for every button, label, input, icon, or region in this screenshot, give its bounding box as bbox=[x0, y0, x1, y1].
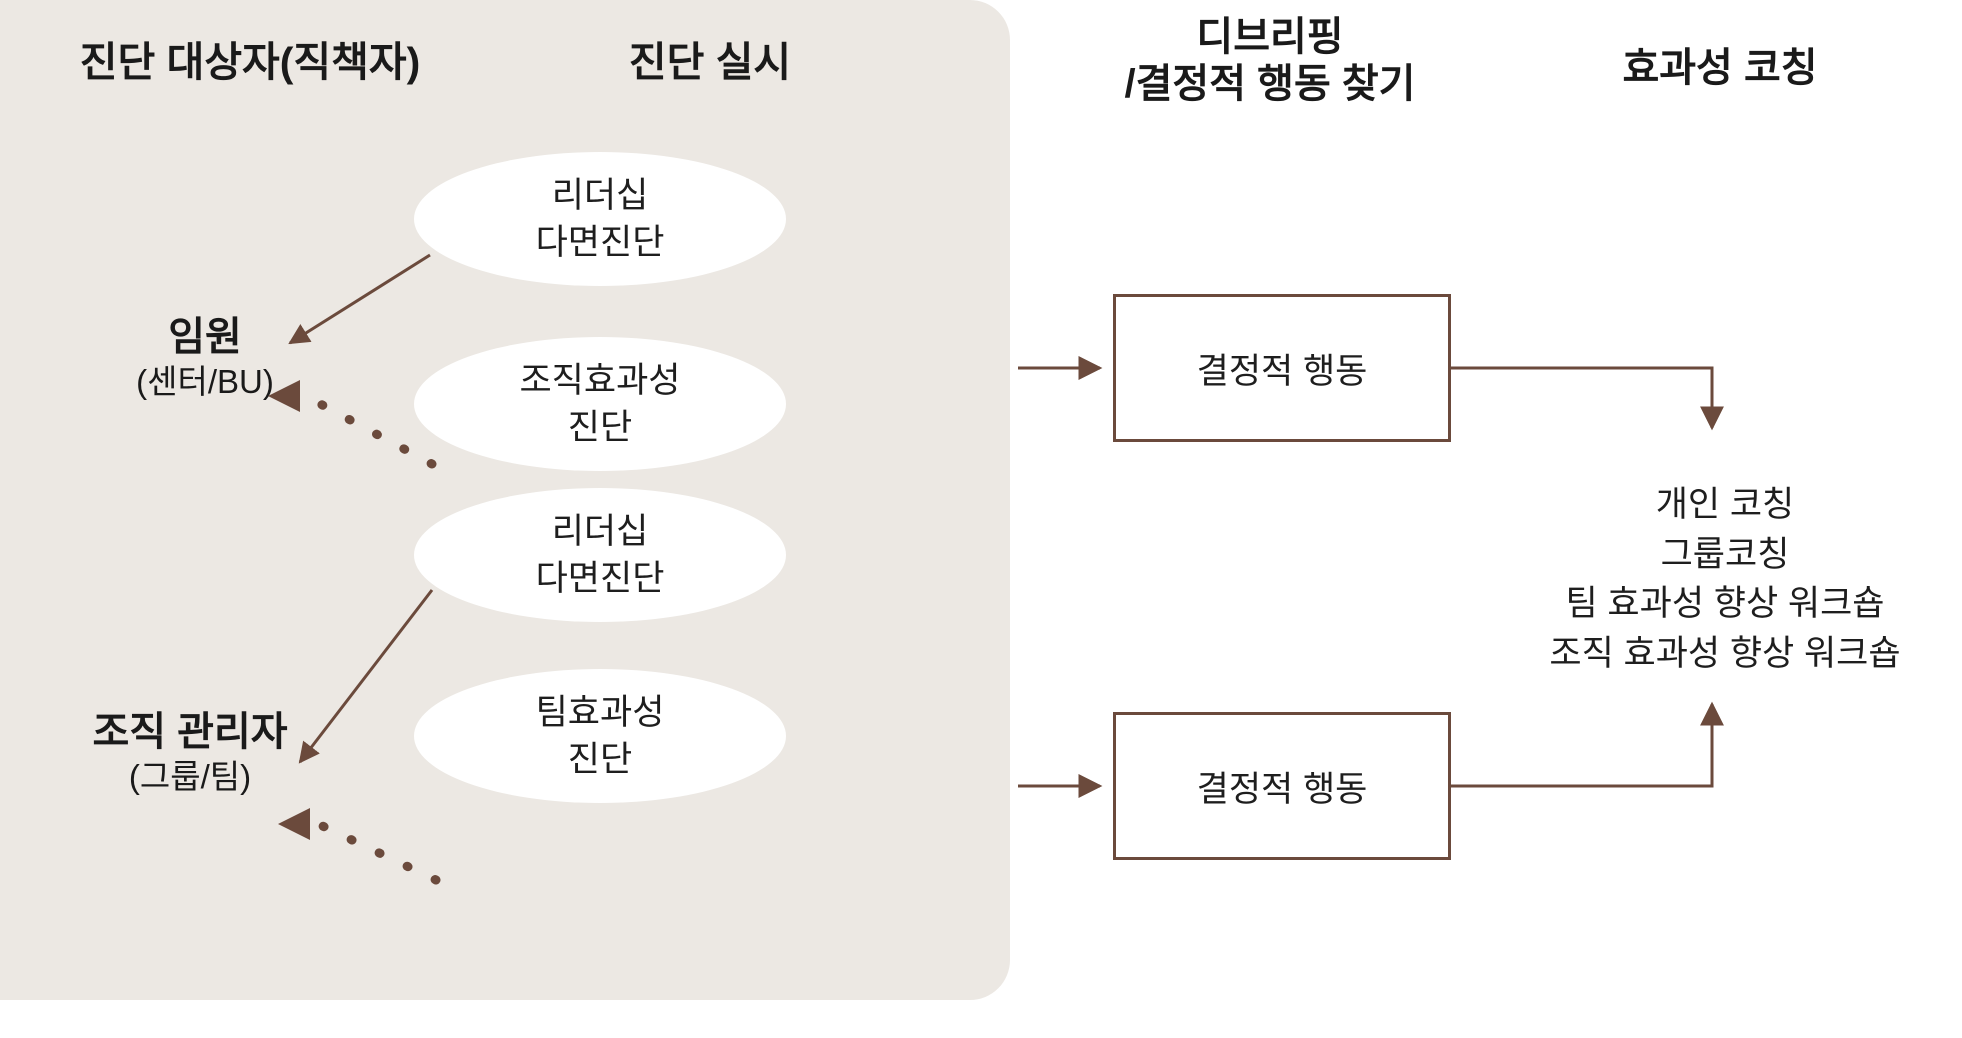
coaching-item: 개인 코칭 bbox=[1655, 485, 1795, 524]
coaching-item: 그룹코칭 bbox=[1660, 534, 1790, 574]
diagnostic-ellipse-org-effectiveness: 조직효과성 진단 bbox=[414, 337, 786, 471]
group-label-executive: 임원 (센터/BU) bbox=[35, 315, 375, 401]
connector-box-bottom-to-coaching bbox=[1451, 701, 1724, 788]
group-title-manager: 조직 관리자 bbox=[92, 710, 288, 754]
column-header-execution: 진단 실시 bbox=[628, 39, 792, 85]
diagnostic-ellipse-team-effectiveness: 팀효과성 진단 bbox=[414, 669, 786, 803]
column-header-coaching: 효과성 코칭 bbox=[1622, 46, 1818, 90]
connector-box-top-to-coaching bbox=[1451, 366, 1724, 431]
group-label-manager: 조직 관리자 (그룹/팀) bbox=[20, 710, 360, 796]
coaching-item-list: 개인 코칭 그룹코칭 팀 효과성 향상 워크숍 조직 효과성 향상 워크숍 bbox=[1490, 480, 1960, 679]
column-header-target: 진단 대상자(직책자) bbox=[79, 39, 421, 85]
coaching-item: 조직 효과성 향상 워크숍 bbox=[1549, 634, 1901, 674]
group-title-executive: 임원 bbox=[168, 315, 242, 359]
box-critical-behavior-bottom: 결정적 행동 bbox=[1113, 712, 1451, 860]
group-subtitle-executive: (센터/BU) bbox=[136, 362, 274, 400]
diagnostic-ellipse-leadership-multi-mgr: 리더십 다면진단 bbox=[414, 488, 786, 622]
diagnostic-ellipse-leadership-multi-exec: 리더십 다면진단 bbox=[414, 152, 786, 286]
box-critical-behavior-top: 결정적 행동 bbox=[1113, 294, 1451, 442]
column-header-debriefing: 디브리핑 /결정적 행동 찾기 bbox=[1124, 15, 1416, 107]
coaching-item: 팀 효과성 향상 워크숍 bbox=[1565, 584, 1885, 624]
group-subtitle-manager: (그룹/팀) bbox=[128, 757, 252, 795]
